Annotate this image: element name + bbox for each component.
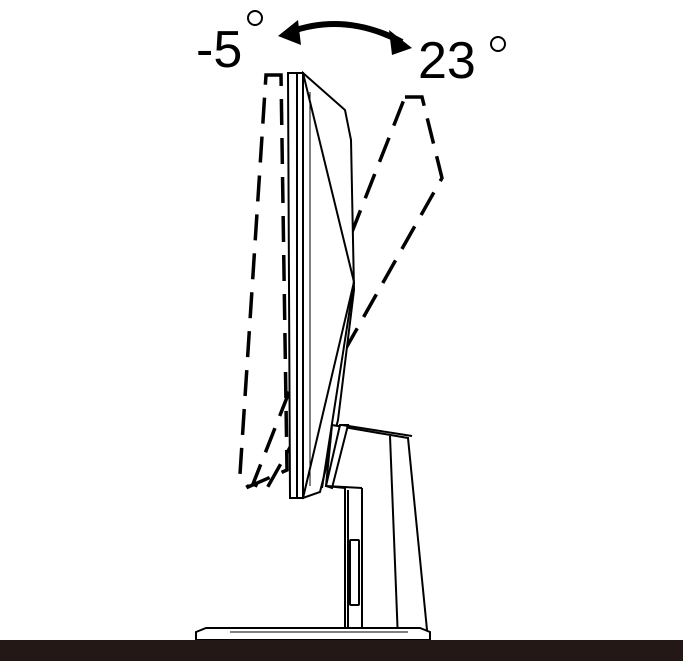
floor-surface	[0, 640, 683, 661]
forward-tilt-value: -5	[196, 21, 242, 79]
tilt-range-arrow-icon	[278, 20, 412, 55]
stand-base	[195, 627, 431, 641]
backward-tilt-outline	[250, 95, 444, 493]
monitor-panel	[286, 70, 356, 500]
forward-tilt-label: -5	[196, 10, 263, 79]
backward-tilt-label: 23	[418, 32, 506, 90]
forward-tilt-outline	[238, 73, 289, 490]
backward-tilt-value: 23	[418, 32, 476, 90]
monitor-stand	[324, 423, 430, 641]
backward-degree-icon	[490, 36, 506, 52]
forward-degree-icon	[247, 10, 263, 26]
cable-clip	[349, 539, 360, 606]
